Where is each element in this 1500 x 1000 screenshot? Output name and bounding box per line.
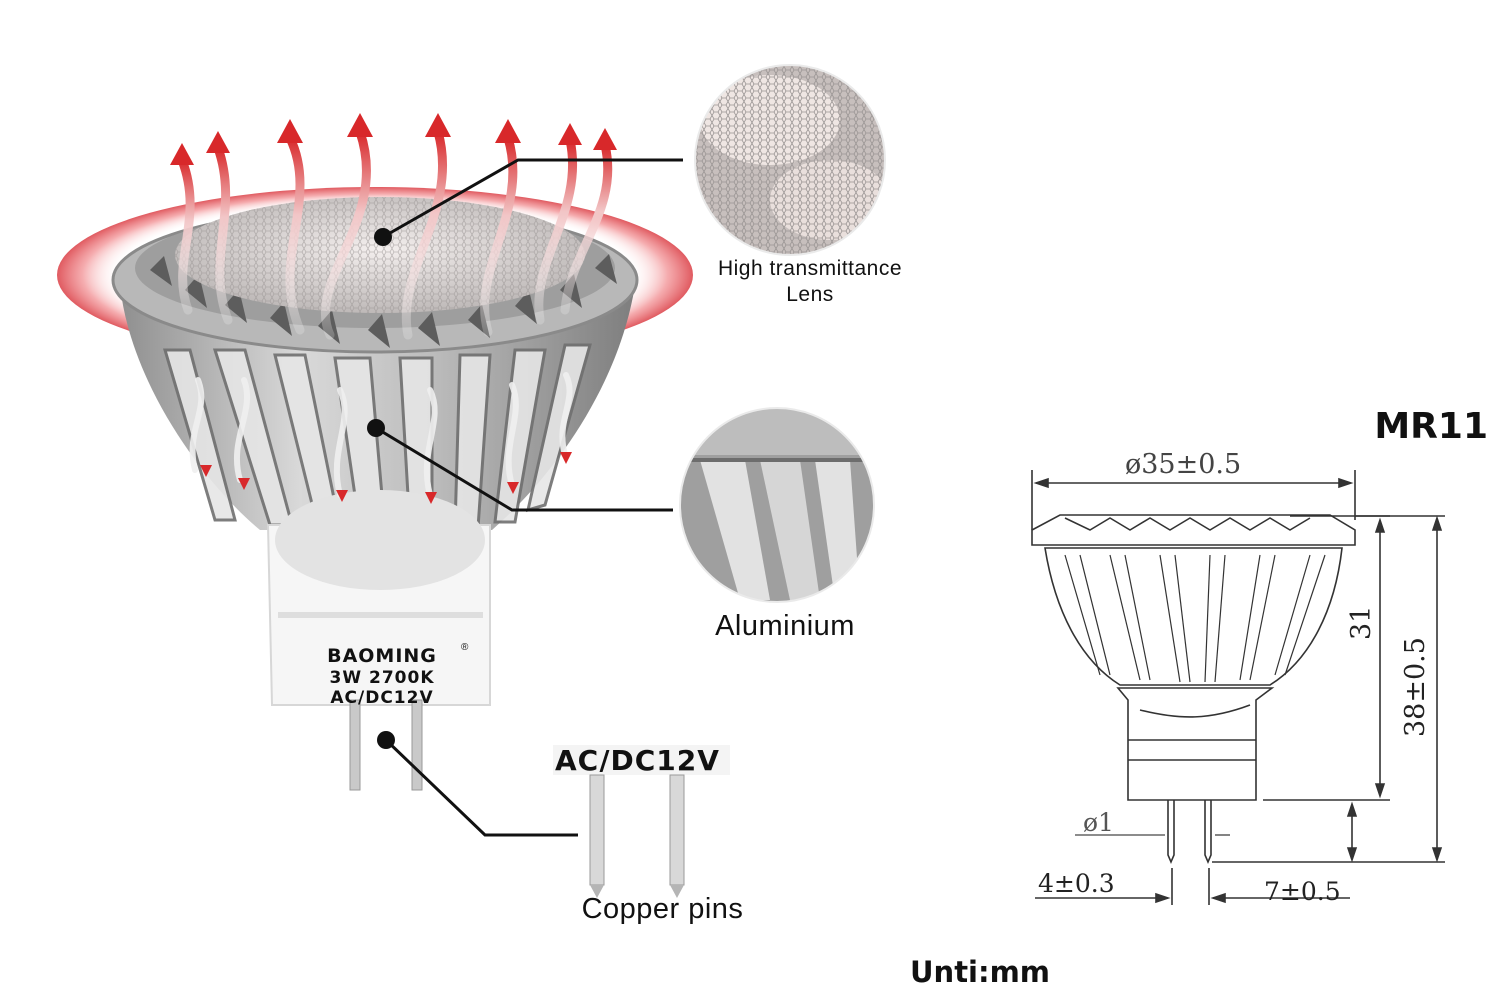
bulb-voltage: AC/DC12V [330,688,434,708]
bulb-pin [349,699,361,791]
heat-arrow [177,155,195,315]
heat-arrows [170,113,617,504]
unit-note: Unti:mm [910,955,1051,989]
dimension-total-height: 38±0.5 [1400,637,1431,737]
callout-dot-pins [377,731,395,749]
drawing-pin [1167,800,1175,865]
model-title: MR11 [1374,406,1488,447]
heat-arrow [560,140,613,315]
bulb-pin [411,699,423,791]
drawing-pin [1204,800,1212,865]
drawing-rim [1031,514,1356,546]
callout-leaders [375,158,683,837]
dimension-body-height: 31 [1346,605,1377,640]
bulb-spec: 3W 2700K [329,668,435,688]
dimension-pin-diameter: ø1 [1083,808,1114,837]
pins-closeup [553,745,730,898]
leader-aluminium [375,426,673,512]
heat-arrow [534,135,578,325]
heat-arrow [285,133,305,335]
drawing-body [1044,547,1343,686]
callout-copper-pins: Copper pins [581,893,744,925]
technical-drawing [1031,470,1445,905]
heat-arrow [320,127,371,340]
leader-lens [382,158,683,239]
registered-mark: ® [461,642,469,653]
drawing-base [1116,687,1275,801]
dimension-pin-spacing: 7±0.5 [1264,877,1341,906]
leader-pins [384,738,578,837]
callout-aluminium: Aluminium [715,610,855,642]
bulb-brand: BAOMING [327,645,437,667]
dimension-diameter: ø35±0.5 [1125,449,1242,480]
dimension-pin-length: 4±0.3 [1038,869,1115,898]
callout-dot-lens [374,228,392,246]
aluminium-closeup [680,408,874,602]
heat-arrow [401,127,447,340]
callout-dot-aluminium [367,419,385,437]
callout-lens: High transmittance Lens [717,257,903,306]
heat-arrow [213,143,233,325]
lens-closeup [695,65,885,255]
pins-closeup-label: AC/DC12V [555,744,720,772]
